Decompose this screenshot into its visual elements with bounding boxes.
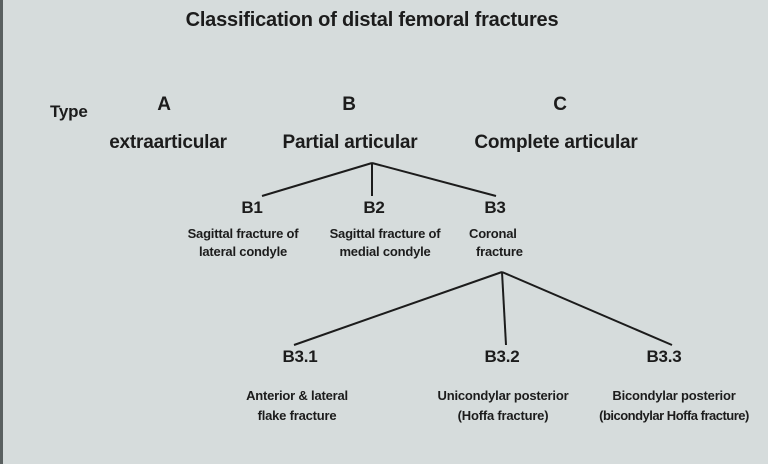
b2-code: B2	[363, 198, 385, 217]
b3-code: B3	[484, 198, 506, 217]
type-a-code: A	[157, 94, 171, 115]
b33-desc-line2: (bicondylar Hoffa fracture)	[599, 408, 749, 423]
type-b-name: Partial articular	[282, 132, 418, 153]
connector-b3-b31	[293, 271, 503, 346]
left-edge-border	[0, 0, 3, 464]
b1-code: B1	[241, 198, 263, 217]
type-b-code: B	[342, 94, 356, 115]
connector-b-b1	[261, 162, 373, 197]
type-c-code: C	[553, 94, 567, 115]
b31-desc-line2: flake fracture	[257, 408, 337, 423]
b33-desc-line1: Bicondylar posterior	[612, 388, 736, 403]
b33-code: B3.3	[646, 347, 682, 366]
type-a-name: extraarticular	[109, 132, 227, 153]
connector-b3-b33	[501, 271, 673, 346]
b2-desc-line1: Sagittal fracture of	[329, 226, 441, 241]
b32-code: B3.2	[484, 347, 520, 366]
b31-code: B3.1	[282, 347, 318, 366]
b1-desc-line2: lateral condyle	[198, 244, 288, 259]
b1-desc-line1: Sagittal fracture of	[187, 226, 299, 241]
diagram-title: Classification of distal femoral fractur…	[185, 9, 559, 31]
b3-desc-line2: fracture	[476, 244, 523, 259]
connector-b3-b32	[501, 271, 507, 346]
b2-desc-line2: medial condyle	[339, 244, 431, 259]
b32-desc-line2: (Hoffa fracture)	[457, 408, 549, 423]
type-c-name: Complete articular	[474, 132, 638, 153]
b31-desc-line1: Anterior & lateral	[246, 388, 348, 403]
connector-b-b3	[371, 162, 497, 197]
b32-desc-line1: Unicondylar posterior	[437, 388, 569, 403]
b3-desc-line1: Coronal	[469, 226, 517, 241]
type-label: Type	[50, 102, 88, 121]
